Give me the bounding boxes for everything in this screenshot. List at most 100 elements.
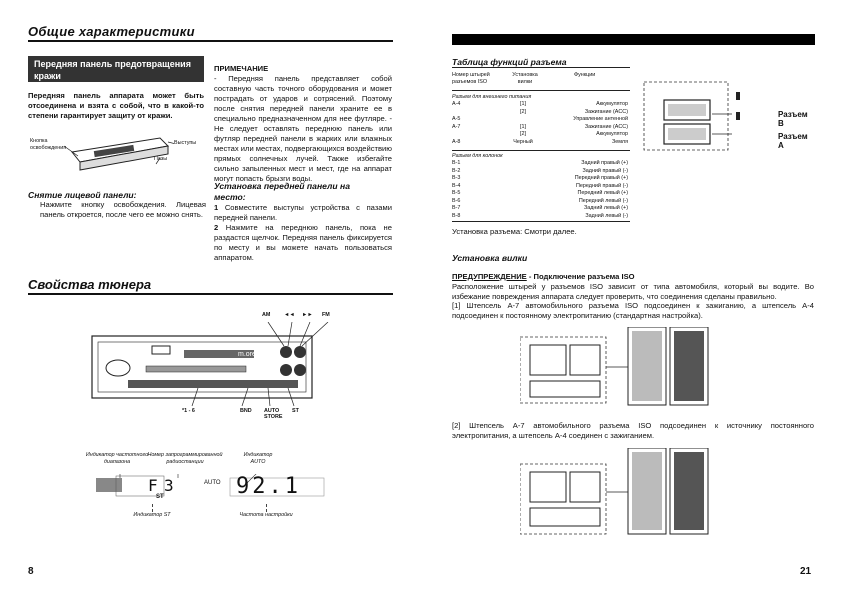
label-seek-down: ◄◄	[284, 312, 295, 318]
warning-subtitle: - Подключение разъема ISO	[528, 272, 635, 281]
warning-text: Расположение штырей у разъемов ISO завис…	[452, 282, 814, 301]
install-step-1: 1 Совместите выступы устройства с пазами…	[214, 203, 392, 222]
remove-panel-text: Нажмите кнопку освобождения. Лицевая пан…	[40, 200, 206, 219]
display-st: ST	[156, 494, 164, 500]
tuner-title: Свойства тюнера	[28, 277, 152, 292]
plug-install-title: Установка вилки	[452, 253, 528, 263]
label-frequency: Частота настройки	[239, 512, 293, 518]
faceplate-illustration: Кнопка освобождения Пазы Выступы	[28, 132, 206, 178]
pin-cell: A-7	[452, 123, 461, 130]
case-2-diagram	[520, 448, 720, 544]
table-row: A-4 [1] Аккумулятор	[452, 101, 630, 108]
right-header-bar	[452, 34, 815, 45]
connector-b-label: Разъем B	[778, 110, 808, 128]
label-st: ST	[292, 408, 299, 414]
label-freq-indicator: Индикатор частотного диапазона	[85, 452, 149, 465]
function-cell: Зажигание (ACC)	[584, 108, 628, 115]
case-1-diagram	[520, 327, 720, 413]
note-title: ПРИМЕЧАНИЕ	[214, 64, 269, 73]
function-cell: Передний левый (-)	[578, 197, 628, 204]
wire-cell: Черный	[513, 138, 533, 145]
wire-cell: [2]	[520, 108, 526, 115]
freq-leader	[266, 504, 267, 512]
connector-diagram: Разъем B Разъем A	[636, 72, 812, 158]
release-button-label: Кнопка освобождения	[30, 138, 67, 151]
label-presets: *1 - 6	[182, 408, 195, 414]
table-row: B-8 Задний левый (-)	[452, 213, 630, 220]
wire-cell: [1]	[520, 123, 526, 130]
case-1-drawing	[520, 327, 709, 406]
function-cell: Управление антенной	[573, 116, 628, 122]
function-cell: Задний правый (-)	[582, 167, 628, 174]
case-2-text: [2] Штепсель А-7 автомобильного разъема …	[452, 421, 814, 440]
label-am: AM	[262, 312, 271, 318]
pin-cell: A-5	[452, 116, 461, 122]
function-cell: Передний правый (+)	[574, 175, 628, 181]
wire-cell: [2]	[520, 131, 526, 137]
group-power: Разъем для внешнего питания	[452, 94, 532, 100]
svg-text:m.orell: m.orell	[238, 351, 259, 358]
table-row: B-7 Задний левый (+)	[452, 205, 630, 212]
function-cell: Передний правый (-)	[576, 182, 628, 189]
label-st-indicator: Индикатор ST	[133, 512, 171, 518]
display-preset: 3	[164, 476, 174, 495]
pin-cell: B-3	[452, 175, 461, 181]
antitheft-heading-box: Передняя панель предотвращения кражи	[28, 56, 204, 82]
pin-cell: A-4	[452, 101, 461, 107]
display-band: F	[148, 476, 158, 495]
display-frequency: 92.1	[236, 474, 301, 499]
left-page-title: Общие характеристики	[28, 24, 195, 39]
radio-drawing: m.orell	[91, 322, 329, 407]
pin-cell: B-7	[452, 205, 461, 211]
note-text: - Передняя панель представляет собой сос…	[214, 74, 392, 183]
table-row: B-5 Передний левый (+)	[452, 190, 630, 197]
function-cell: Передний левый (+)	[577, 190, 628, 196]
install-step-2: 2 Нажмите на переднюю панель, пока не ра…	[214, 223, 392, 262]
faceplate-drawing	[64, 137, 174, 171]
connector-table-title: Таблица функций разъема	[452, 57, 567, 67]
install-panel-title: Установка передней панели на место:	[214, 181, 350, 202]
table-row: A-7 [1] Зажигание (ACC)	[452, 124, 630, 131]
label-auto-store: AUTO STORE	[264, 408, 283, 420]
group-speakers: Разъем для колонок	[452, 153, 503, 159]
case-2-drawing	[520, 448, 709, 535]
label-fm: FM	[322, 312, 330, 318]
display-drawing	[96, 474, 325, 497]
table-row: [2] Зажигание (ACC)	[452, 109, 630, 116]
pin-cell: B-8	[452, 212, 461, 219]
radio-unit-illustration: AM ◄◄ ►► FM m.orell *1 - 6 BND AUTO STOR…	[88, 312, 338, 426]
wire-cell: [1]	[520, 101, 526, 107]
function-cell: Аккумулятор	[596, 131, 628, 137]
col-header-plug: Установка вилки	[512, 72, 538, 85]
function-cell: Зажигание (ACC)	[584, 123, 628, 130]
page-number-left: 8	[28, 566, 34, 577]
case-1-text: [1] Штепсель А-7 автомобильного разъема …	[452, 301, 814, 320]
table-row: [2] Аккумулятор	[452, 131, 630, 138]
warning-heading: ПРЕДУПРЕЖДЕНИЕ - Подключение разъема ISO	[452, 272, 814, 282]
function-cell: Задний левый (+)	[583, 205, 628, 211]
pin-cell: B-1	[452, 160, 461, 166]
table-row: A-5 Управление антенной	[452, 116, 630, 123]
connector-drawing	[643, 81, 740, 151]
connector-a-label: Разъем A	[778, 132, 808, 150]
label-auto-indicator: Индикатор AUTO	[243, 452, 273, 465]
col-header-functions: Функции	[574, 72, 596, 78]
table-row: B-6 Передний левый (-)	[452, 198, 630, 205]
table-mid-rule	[452, 150, 630, 151]
tuner-rule	[28, 293, 393, 295]
label-preset-number: Номер запрограммированной радиостанции	[147, 452, 223, 465]
function-cell: Задний левый (-)	[585, 212, 628, 219]
antitheft-intro: Передняя панель аппарата может быть отсо…	[28, 91, 204, 120]
table-row: B-3 Передний правый (+)	[452, 175, 630, 182]
function-cell: Земля	[611, 138, 628, 145]
remove-panel-title: Снятие лицевой панели:	[28, 190, 137, 200]
table-header-rule	[452, 90, 630, 91]
pin-cell: B-6	[452, 197, 461, 204]
st-leader	[152, 504, 153, 512]
function-cell: Аккумулятор	[596, 101, 628, 107]
pin-cell: B-5	[452, 190, 461, 196]
